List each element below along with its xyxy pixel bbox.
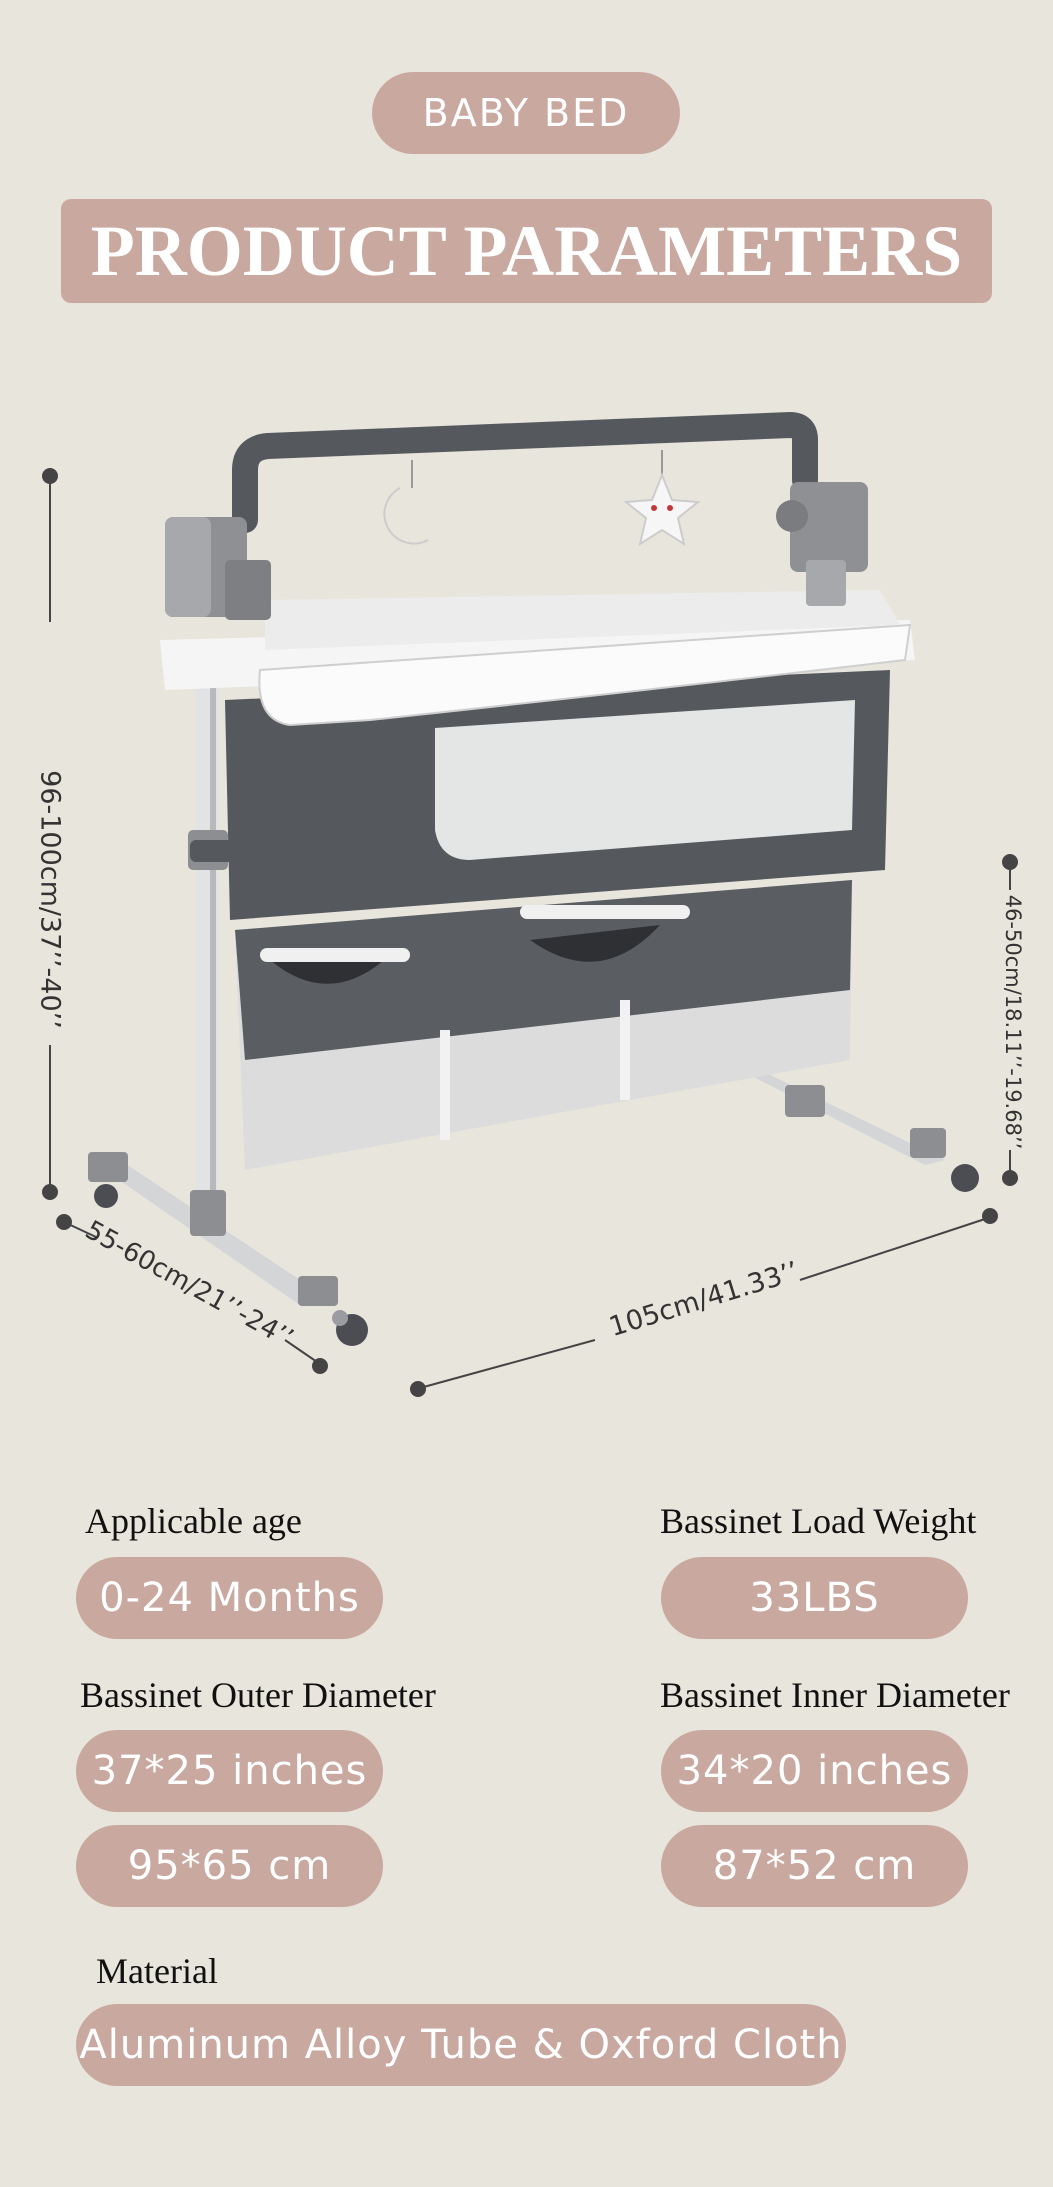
dimension-height-label: 96-100cm/37’’-40’’	[34, 770, 66, 1029]
star-toy-icon	[623, 472, 701, 547]
storage-basket	[235, 880, 852, 1170]
age-value-pill: 0-24 Months	[76, 1557, 383, 1639]
page-title: PRODUCT PARAMETERS	[61, 199, 992, 303]
inner-diameter-label: Bassinet Inner Diameter	[660, 1675, 1010, 1715]
load-weight-value: 33LBS	[749, 1575, 880, 1621]
inner-inches-value: 34*20 inches	[676, 1748, 953, 1794]
inner-inches-pill: 34*20 inches	[661, 1730, 968, 1812]
age-label: Applicable age	[85, 1501, 302, 1541]
product-illustration	[42, 411, 1018, 1397]
outer-cm-value: 95*65 cm	[127, 1843, 332, 1889]
moon-toy-icon	[383, 487, 429, 545]
material-value-pill: Aluminum Alloy Tube & Oxford Cloth	[76, 2004, 846, 2086]
dimension-bassinet-height-label: 46-50cm/18.11’’-19.68’’	[1001, 894, 1025, 1150]
inner-cm-pill: 87*52 cm	[661, 1825, 968, 1907]
material-value: Aluminum Alloy Tube & Oxford Cloth	[79, 2022, 843, 2068]
material-label: Material	[96, 1951, 218, 1991]
bassinet	[160, 590, 915, 920]
outer-diameter-label: Bassinet Outer Diameter	[80, 1675, 436, 1715]
category-badge: BABY BED	[372, 72, 680, 154]
page-title-text: PRODUCT PARAMETERS	[90, 210, 963, 291]
inner-cm-value: 87*52 cm	[712, 1843, 917, 1889]
outer-cm-pill: 95*65 cm	[76, 1825, 383, 1907]
toy-arch	[232, 411, 818, 547]
left-pole	[188, 640, 228, 1236]
dimension-lines	[42, 468, 1018, 1397]
age-value: 0-24 Months	[99, 1575, 360, 1621]
load-weight-label: Bassinet Load Weight	[660, 1501, 977, 1541]
category-label: BABY BED	[422, 91, 630, 135]
outer-inches-value: 37*25 inches	[91, 1748, 368, 1794]
outer-inches-pill: 37*25 inches	[76, 1730, 383, 1812]
motor-units	[165, 482, 868, 620]
load-weight-pill: 33LBS	[661, 1557, 968, 1639]
